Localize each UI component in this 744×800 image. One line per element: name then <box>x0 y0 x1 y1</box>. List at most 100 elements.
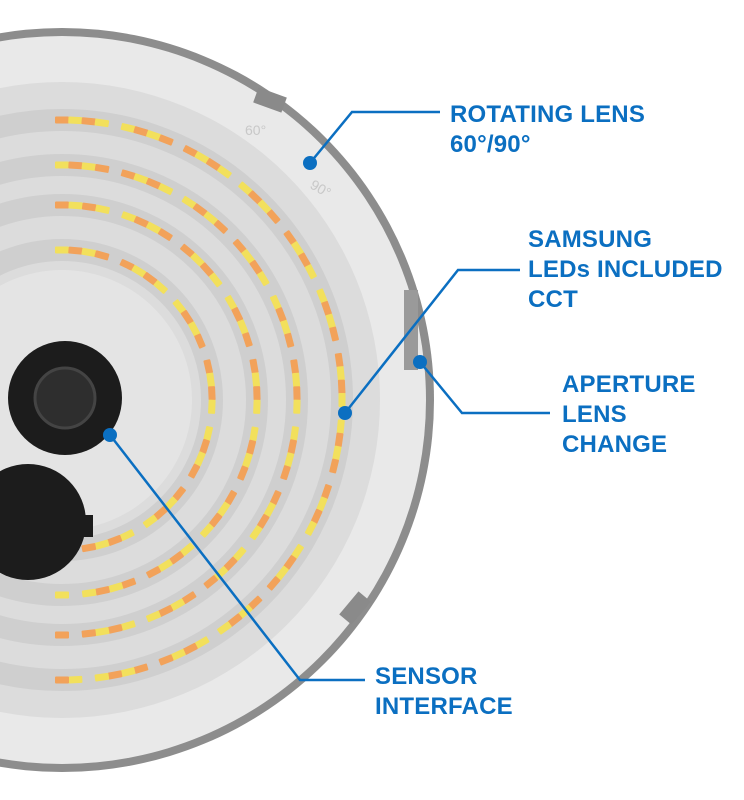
led-chip <box>208 272 223 288</box>
led-chip <box>121 211 137 223</box>
led-chip <box>266 209 281 224</box>
led-chip <box>133 663 149 674</box>
led-chip <box>205 158 221 171</box>
led-chip <box>81 629 97 638</box>
led-chip <box>94 627 110 637</box>
led-chip <box>217 501 231 517</box>
led-chip <box>283 555 297 570</box>
led-chip <box>142 514 158 528</box>
led-chip <box>269 294 282 310</box>
led-chip <box>217 621 232 635</box>
led-chip <box>120 620 136 631</box>
led-chip <box>181 195 197 209</box>
led-chip <box>332 445 342 461</box>
led-chip <box>263 502 276 518</box>
callout-line: LEDs INCLUDED <box>528 256 723 283</box>
led-chip <box>170 648 186 661</box>
led-chip <box>180 243 195 258</box>
led-chip <box>208 512 223 528</box>
led-chip <box>172 486 186 501</box>
led-chip <box>188 463 201 479</box>
led-chip <box>55 591 69 599</box>
callout-aperture-lens: APERTURE LENS CHANGE <box>562 370 696 460</box>
led-chip <box>81 202 97 212</box>
led-chip <box>253 399 261 414</box>
lens-tab-bottom <box>339 591 371 625</box>
led-chip <box>275 565 289 581</box>
led-chip <box>94 672 110 682</box>
led-chip <box>55 676 69 684</box>
led-chip <box>213 566 229 581</box>
led-chip <box>325 313 336 329</box>
led-chip <box>329 458 339 474</box>
led-chip <box>170 598 186 611</box>
led-chip <box>248 595 263 610</box>
led-chip <box>55 201 69 209</box>
led-chip <box>310 508 323 524</box>
led-chip <box>275 307 287 323</box>
led-chip <box>95 586 110 596</box>
led-chip <box>81 543 97 553</box>
led-chip <box>94 539 110 550</box>
led-chip <box>120 667 136 677</box>
led-chip <box>293 399 301 414</box>
led-chip <box>200 262 214 277</box>
led-chip <box>119 258 135 271</box>
callout-line: INTERFACE <box>375 693 513 720</box>
led-chip <box>284 332 295 348</box>
led-chip <box>213 219 229 234</box>
led-chip <box>190 252 205 267</box>
led-chip <box>266 576 281 591</box>
led-chip <box>242 452 253 468</box>
led-chip <box>203 211 218 225</box>
led-chip <box>253 386 261 401</box>
led-chip <box>321 300 332 316</box>
led-chip <box>329 326 339 342</box>
led-chip <box>298 252 311 268</box>
callout-line: APERTURE <box>562 371 696 398</box>
led-chip <box>120 123 136 133</box>
rotating-lens-leader <box>309 110 440 164</box>
led-chip <box>95 204 110 214</box>
led-chip <box>121 577 137 589</box>
led-chip <box>251 372 261 387</box>
led-chip <box>293 386 301 401</box>
led-chip <box>107 670 123 680</box>
led-chip <box>107 534 123 546</box>
led-chip <box>217 165 232 179</box>
led-chip <box>248 190 263 205</box>
led-chip <box>241 249 255 264</box>
led-chip <box>94 163 110 173</box>
led-chip <box>142 272 158 286</box>
led-chip <box>203 575 218 589</box>
led-chip <box>146 566 162 579</box>
led-chip <box>182 642 198 655</box>
led-chip <box>291 543 304 559</box>
led-chip <box>107 624 123 634</box>
led-chip <box>208 399 216 414</box>
samsung-leds-dot <box>338 406 352 420</box>
led-chip <box>108 582 124 593</box>
led-chip <box>223 556 238 571</box>
led-chip <box>249 259 263 275</box>
led-chip <box>55 116 69 124</box>
led-chip <box>153 280 168 294</box>
led-chip <box>158 134 174 146</box>
led-chip <box>238 181 253 196</box>
led-chip <box>237 465 249 481</box>
led-chip <box>146 221 162 234</box>
led-chip <box>280 465 291 481</box>
led-chip <box>316 496 328 512</box>
led-chip <box>237 319 249 335</box>
led-chip <box>192 203 208 217</box>
samsung-leds-leader <box>344 268 520 414</box>
led-chip <box>242 332 253 348</box>
led-chip <box>194 636 210 649</box>
led-chip <box>284 452 295 468</box>
led-chip <box>172 299 186 314</box>
callout-rotating-lens: ROTATING LENS 60°/90° <box>450 100 645 160</box>
callout-samsung-leds: SAMSUNG LEDs INCLUDED CCT <box>528 225 723 315</box>
led-chip <box>238 604 253 619</box>
led-chip <box>180 542 195 557</box>
led-chip <box>231 307 244 323</box>
